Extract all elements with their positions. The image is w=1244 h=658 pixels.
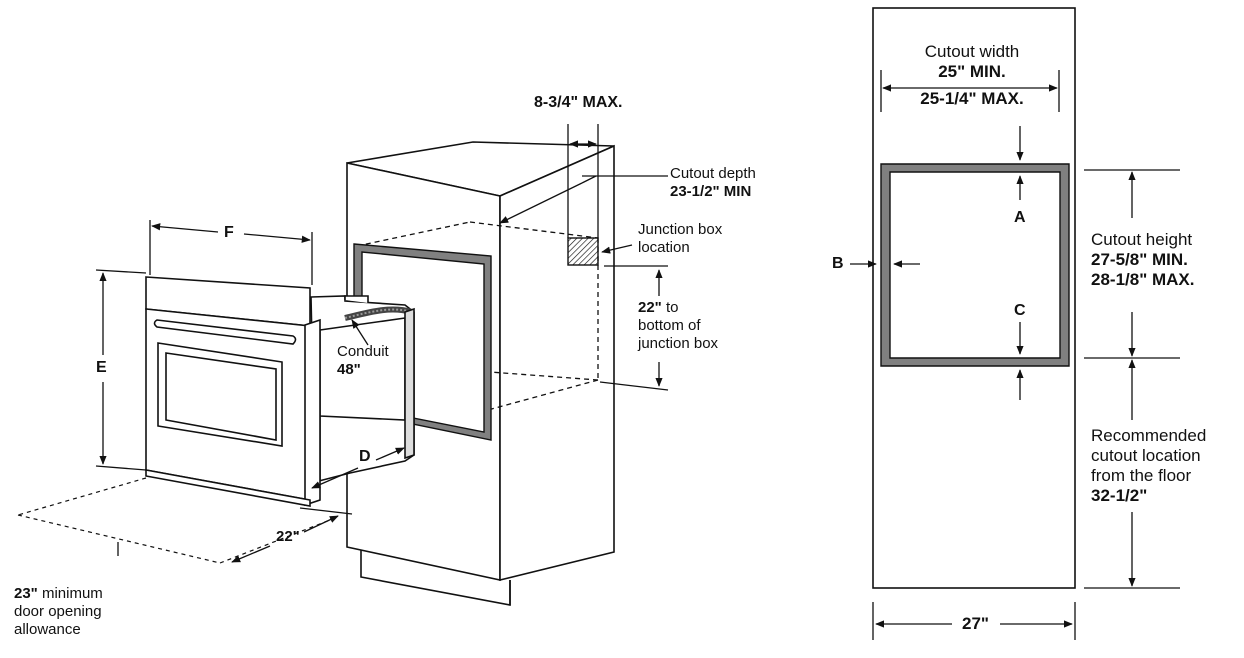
recommended-location-label: Recommended cutout location from the flo… [1091, 426, 1206, 506]
top-max-label: 8-3/4" MAX. [534, 94, 623, 112]
junction-height-label: 22" to bottom of junction box [638, 299, 718, 353]
recommended-line1: Recommended [1091, 426, 1207, 445]
junction-box-line1: Junction box [638, 221, 723, 238]
junction-box-label: Junction box location [638, 221, 722, 257]
dim-letter-b: B [832, 255, 844, 272]
cutout-width-max: 25-1/4" MAX. [920, 89, 1024, 108]
dim-letter-a: A [1014, 209, 1026, 226]
cutout-height-min: 27-5/8" MIN. [1091, 250, 1188, 269]
depth-22-label: 22" [276, 528, 300, 545]
conduit-value: 48" [337, 361, 361, 378]
dim-letter-f: F [224, 224, 234, 241]
cutout-height-label: Cutout height 27-5/8" MIN. 28-1/8" MAX. [1091, 230, 1195, 290]
front-dimension-lines [850, 70, 1180, 640]
door-allowance-line2: door opening [14, 603, 102, 620]
door-allowance-value: 23" [14, 585, 38, 602]
dim-letter-c: C [1014, 302, 1026, 319]
junction-box [567, 237, 599, 266]
conduit-label: Conduit 48" [337, 343, 389, 379]
door-allowance-line3: allowance [14, 621, 81, 638]
dim-letter-e: E [96, 359, 107, 376]
cabinet-width-label: 27" [962, 614, 989, 633]
door-allowance-minimum: minimum [41, 585, 103, 602]
junction-height-value: 22" [638, 299, 662, 316]
junction-height-line2: bottom of [638, 317, 701, 334]
junction-height-to: to [665, 299, 679, 316]
conduit-text: Conduit [337, 343, 389, 360]
wall-oven [145, 276, 415, 507]
cutout-height-max: 28-1/8" MAX. [1091, 270, 1195, 289]
cutout-depth-label: Cutout depth 23-1/2" MIN [670, 165, 756, 201]
door-allowance-label: 23" minimum door opening allowance [14, 585, 103, 639]
cutout-width-title: Cutout width [924, 42, 1020, 61]
cutout-depth-title: Cutout depth [670, 165, 756, 182]
cutout-depth-value: 23-1/2" MIN [670, 183, 752, 200]
cabinet-front-elevation [872, 7, 1076, 589]
dimension-lines [95, 124, 669, 563]
dim-letter-d: D [359, 448, 371, 465]
cutout-height-title: Cutout height [1091, 230, 1193, 249]
cutout-width-label: Cutout width 25" MIN. 25-1/4" MAX. [885, 42, 1059, 109]
recommended-line2: cutout location [1091, 446, 1201, 465]
junction-height-line3: junction box [638, 335, 719, 352]
junction-box-line2: location [638, 239, 690, 256]
cutout-width-min: 25" MIN. [938, 62, 1006, 81]
top-max-value: 8-3/4" MAX. [534, 94, 623, 111]
recommended-value: 32-1/2" [1091, 486, 1148, 505]
recommended-line3: from the floor [1091, 466, 1192, 485]
cutout-dashed-lines [356, 221, 599, 411]
